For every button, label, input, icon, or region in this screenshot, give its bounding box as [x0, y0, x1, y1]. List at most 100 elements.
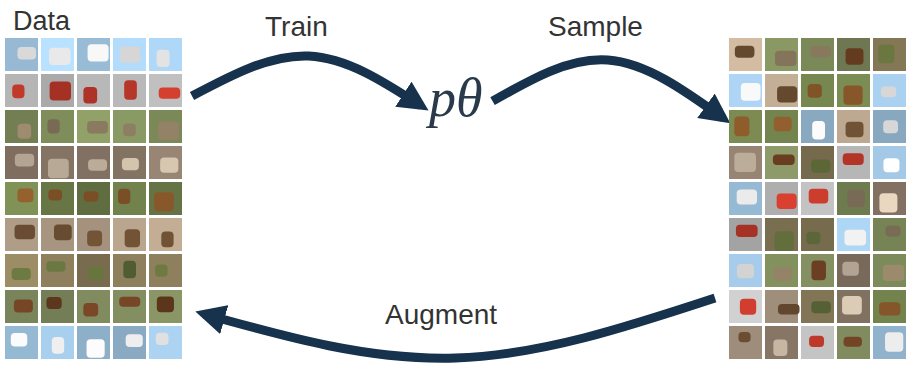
thumbnail-object	[736, 225, 758, 237]
thumbnail-object	[157, 50, 170, 67]
thumbnail	[729, 326, 762, 359]
thumbnail	[113, 254, 146, 287]
thumbnail-object	[778, 304, 800, 315]
thumbnail	[149, 110, 182, 143]
thumbnail	[729, 182, 762, 215]
thumbnail-ground	[77, 146, 110, 179]
thumbnail-ground	[729, 290, 762, 323]
thumbnail	[873, 290, 906, 323]
thumbnail	[873, 254, 906, 287]
thumbnail-object	[883, 158, 899, 172]
thumbnail-object	[124, 80, 137, 99]
thumbnail-ground	[729, 326, 762, 359]
thumbnail-object	[741, 83, 761, 101]
thumbnail	[149, 290, 182, 323]
thumbnail-object	[17, 188, 33, 202]
thumbnail-object	[847, 190, 864, 208]
thumbnail	[837, 146, 870, 179]
thumbnail	[873, 110, 906, 143]
thumbnail-object	[48, 159, 69, 178]
thumbnail-ground	[873, 146, 906, 179]
thumbnail-ground	[765, 38, 798, 71]
thumbnail-object	[156, 333, 169, 345]
thumbnail	[77, 110, 110, 143]
thumbnail-ground	[113, 326, 146, 359]
thumbnail-ground	[41, 218, 74, 251]
thumbnail-object	[735, 46, 755, 58]
thumbnail-ground	[41, 110, 74, 143]
thumbnail	[41, 182, 74, 215]
thumbnail-object	[46, 261, 65, 272]
thumbnail-ground	[5, 326, 38, 359]
thumbnail-object	[846, 48, 864, 65]
thumbnail-object	[15, 154, 34, 167]
thumbnail	[729, 218, 762, 251]
thumbnail-object	[18, 124, 32, 139]
thumbnail-object	[777, 194, 797, 209]
thumbnail	[837, 110, 870, 143]
thumbnail-object	[87, 339, 105, 358]
thumbnail-ground	[837, 218, 870, 251]
thumbnail-object	[155, 264, 168, 276]
thumbnail-ground	[149, 254, 182, 287]
thumbnail	[5, 218, 38, 251]
thumbnail-ground	[729, 182, 762, 215]
thumbnail-object	[843, 85, 862, 104]
thumbnail	[77, 290, 110, 323]
thumbnail-object	[120, 47, 140, 63]
thumbnail-ground	[41, 146, 74, 179]
thumbnail-object	[879, 193, 897, 212]
arrow-label: Sample	[548, 10, 643, 44]
thumbnail-ground	[873, 182, 906, 215]
thumbnail-ground	[873, 38, 906, 71]
thumbnail-ground	[5, 254, 38, 287]
thumbnail-ground	[77, 182, 110, 215]
thumbnail-ground	[801, 110, 834, 143]
thumbnail	[113, 74, 146, 107]
thumbnail	[77, 218, 110, 251]
thumbnail-object	[885, 226, 900, 237]
thumbnail-object	[12, 85, 24, 99]
thumbnail	[77, 146, 110, 179]
thumbnail	[837, 38, 870, 71]
thumbnail-ground	[765, 146, 798, 179]
thumbnail-object	[52, 337, 64, 354]
thumbnail-object	[774, 117, 792, 132]
thumbnail-object	[46, 297, 61, 309]
thumbnail	[837, 74, 870, 107]
thumbnail-ground	[5, 74, 38, 107]
thumbnail-ground	[77, 326, 110, 359]
thumbnail-ground	[5, 218, 38, 251]
thumbnail-ground	[5, 182, 38, 215]
thumbnail	[873, 182, 906, 215]
thumbnail	[5, 182, 38, 215]
thumbnail-object	[842, 296, 862, 314]
thumbnail-ground	[801, 74, 834, 107]
thumbnail	[801, 38, 834, 71]
thumbnail-ground	[729, 38, 762, 71]
thumbnail-object	[17, 47, 36, 60]
thumbnail-ground	[873, 218, 906, 251]
image-grid	[729, 38, 906, 359]
thumbnail-object	[83, 303, 98, 316]
thumbnail-ground	[801, 254, 834, 287]
thumbnail-ground	[765, 74, 798, 107]
thumbnail	[837, 218, 870, 251]
image-grid-panel: Data	[5, 4, 182, 359]
thumbnail	[41, 290, 74, 323]
thumbnail	[5, 254, 38, 287]
thumbnail	[77, 74, 110, 107]
thumbnail	[149, 146, 182, 179]
thumbnail-object	[777, 86, 797, 102]
thumbnail	[77, 182, 110, 215]
model-symbol: pθ	[425, 66, 487, 130]
thumbnail-object	[122, 158, 139, 170]
thumbnail	[113, 182, 146, 215]
thumbnail	[113, 146, 146, 179]
thumbnail-object	[118, 189, 130, 204]
thumbnail-object	[125, 229, 140, 247]
thumbnail	[729, 254, 762, 287]
thumbnail-object	[88, 44, 109, 61]
thumbnail	[41, 146, 74, 179]
